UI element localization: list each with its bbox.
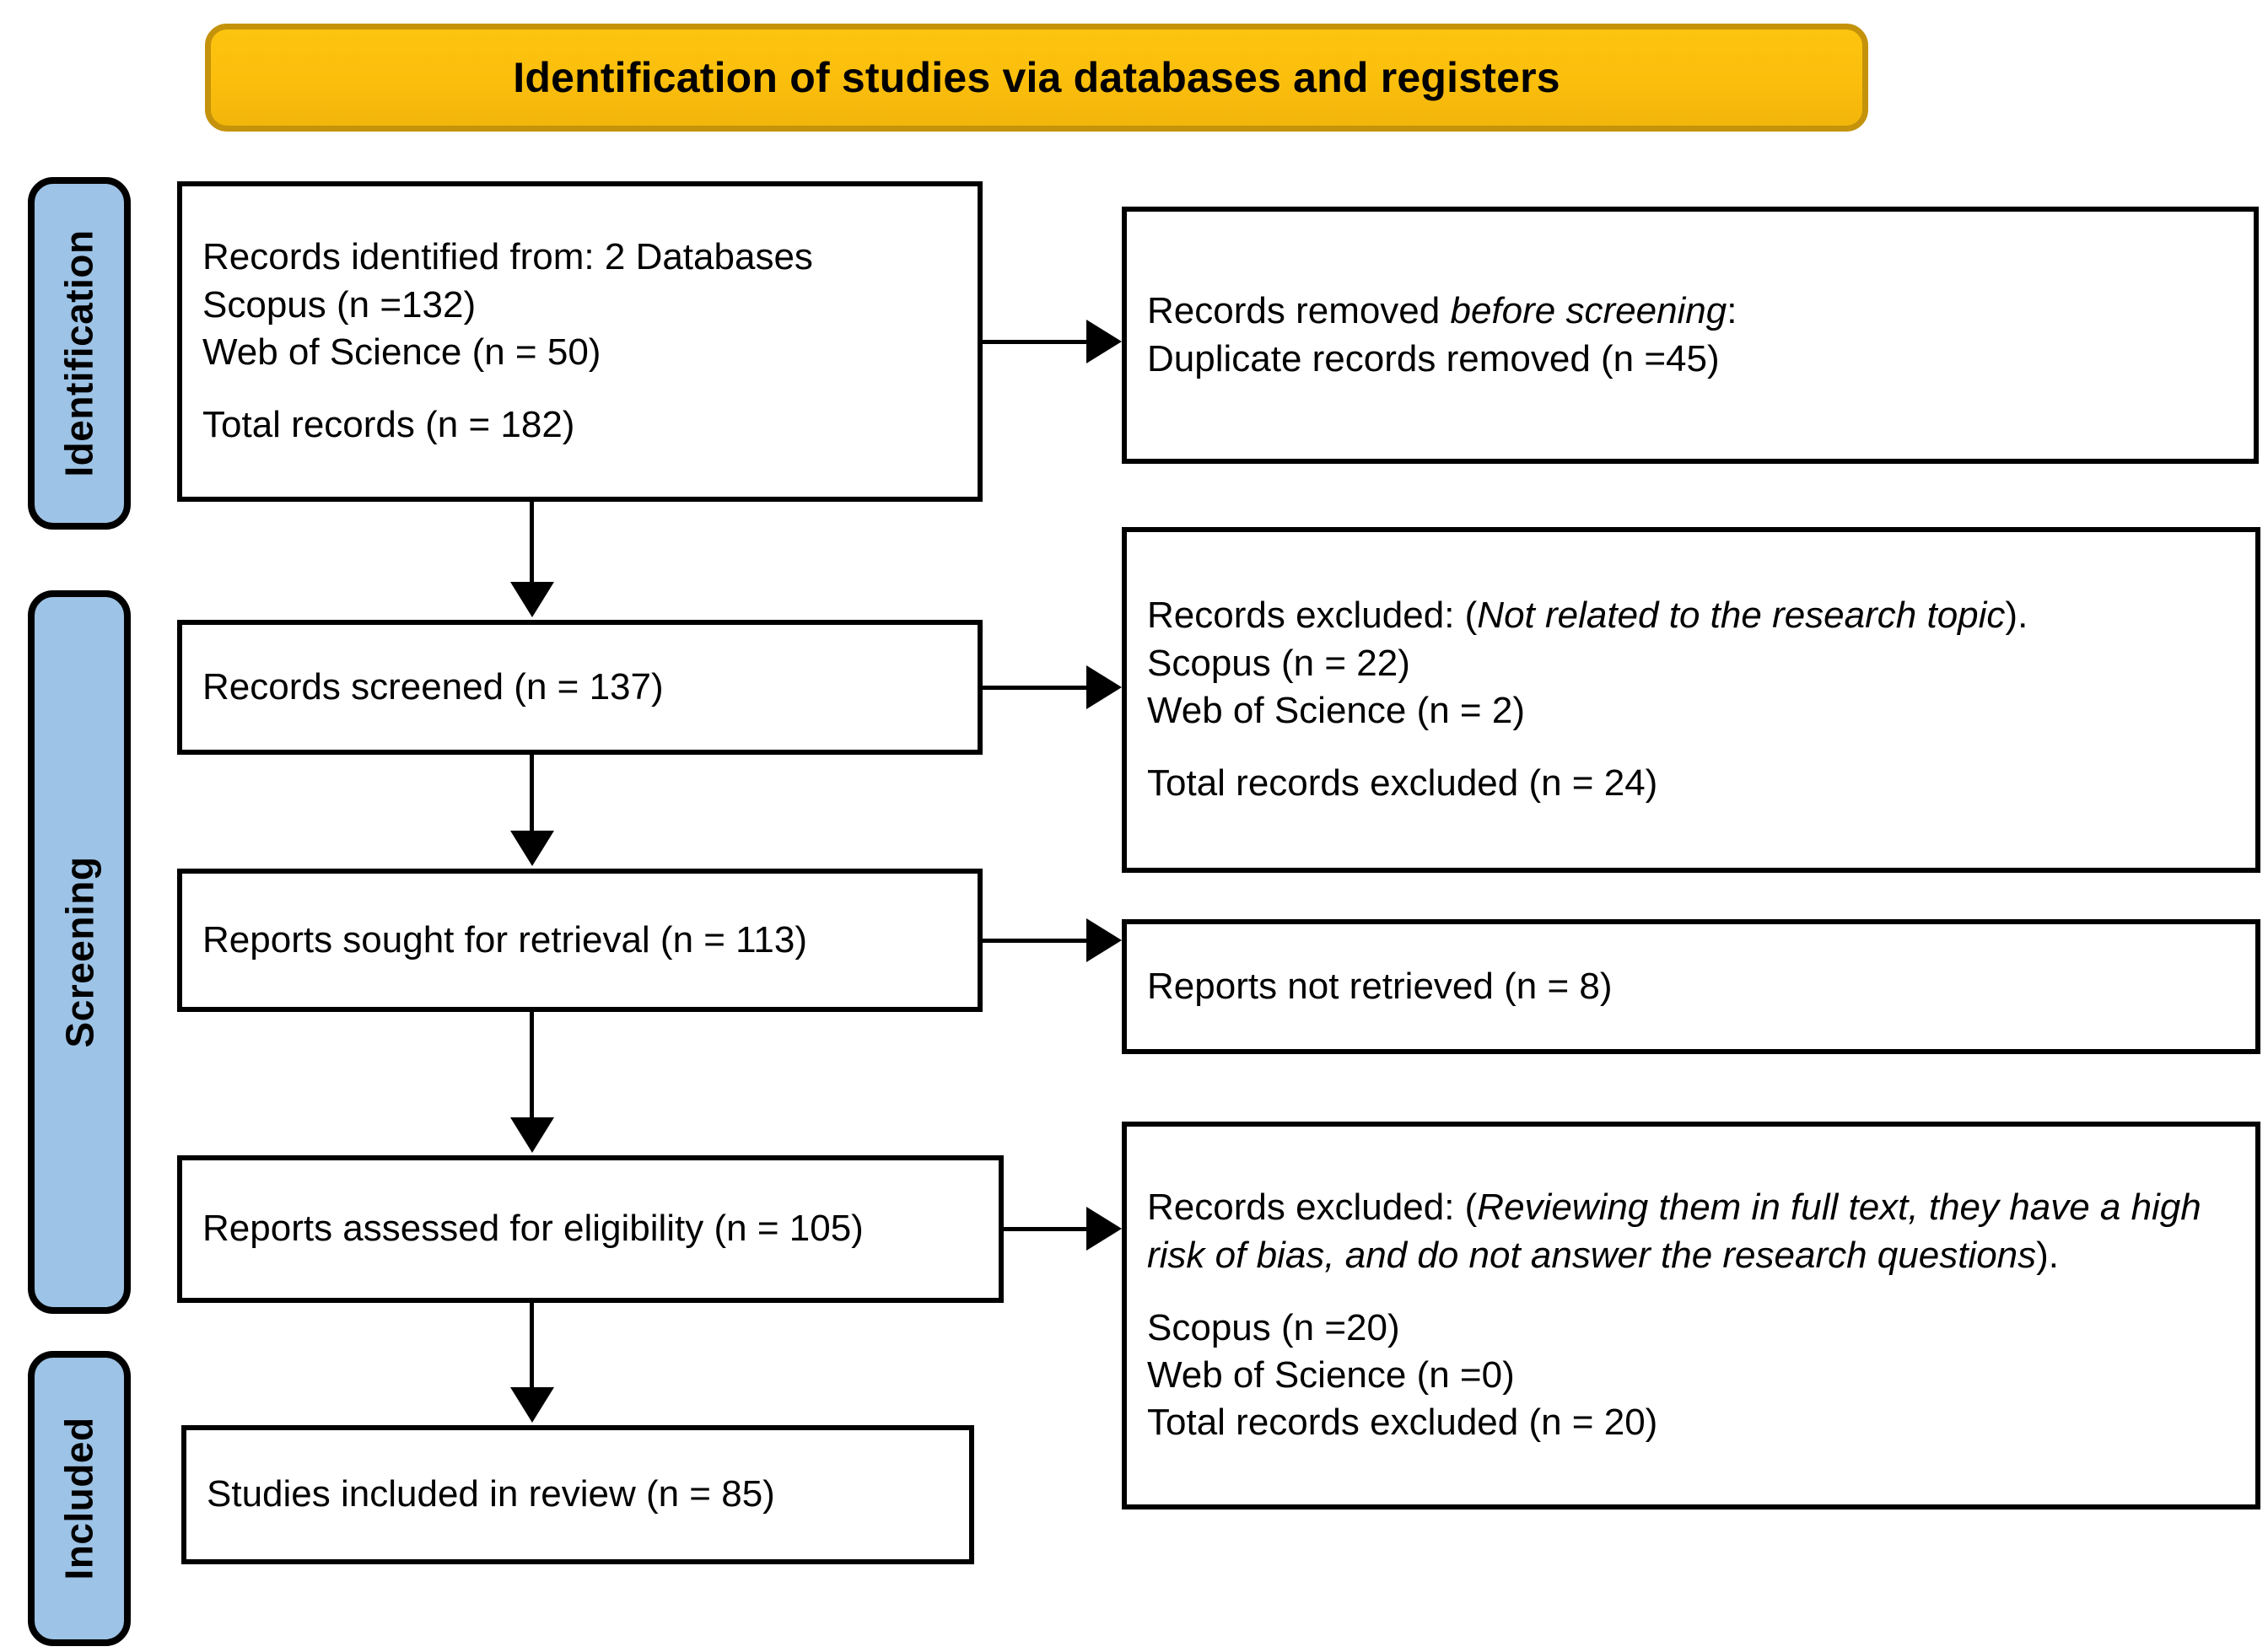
arrowhead-screened-to-excluded [1086,665,1122,709]
connector-assessed-to-excluded-full [1004,1227,1088,1231]
records-excluded-screening-spacer [1147,735,2235,760]
records-identified-line-2: Scopus (n =132) [202,283,477,326]
records-excluded-full-line-1: Records excluded: (Reviewing them in ful… [1147,1184,2235,1279]
studies-included-line-1: Studies included in review (n = 85) [207,1473,775,1515]
records-excluded-full-line-1-suffix: ). [2036,1234,2060,1276]
stage-label-included-text: Included [57,1417,101,1580]
connector-identified-to-screened [530,502,534,586]
records-removed-line-2: Duplicate records removed (n =45) [1147,337,1720,379]
connector-sought-to-assessed [530,1012,534,1122]
records-identified-line-4: Total records (n = 182) [202,404,575,446]
records-excluded-screening-line-2: Scopus (n = 22) [1147,642,1410,684]
records-excluded-full-line-2: Scopus (n =20) [1147,1306,1400,1348]
records-excluded-screening-line-1-prefix: Records excluded: ( [1147,595,1478,637]
reports-not-retrieved-line-1: Reports not retrieved (n = 8) [1147,965,1613,1007]
records-excluded-screening-line-3: Web of Science (n = 2) [1147,690,1525,731]
connector-screened-to-excluded [983,686,1088,690]
arrowhead-screened-to-sought [510,831,554,866]
arrowhead-assessed-to-excluded-full [1086,1207,1122,1251]
reports-assessed-line-1: Reports assessed for eligibility (n = 10… [202,1208,864,1250]
connector-identified-to-removed [983,340,1088,344]
connector-screened-to-sought [530,755,534,835]
connector-sought-to-not-retrieved [983,939,1088,943]
records-excluded-screening-line-1-suffix: ). [2005,595,2028,637]
records-screened-line-1: Records screened (n = 137) [202,665,664,708]
node-reports-assessed-for-eligibility: Reports assessed for eligibility (n = 10… [177,1155,1004,1303]
node-records-identified: Records identified from: 2 Databases Sco… [177,181,983,502]
stage-label-identification: Identification [28,177,131,530]
node-records-excluded-screening: Records excluded: (Not related to the re… [1122,527,2260,873]
node-records-removed-before-screening: Records removed before screening: Duplic… [1122,207,2259,464]
records-removed-line-1-italic: before screening [1450,290,1727,332]
diagram-title-banner: Identification of studies via databases … [205,24,1868,132]
records-identified-line-1: Records identified from: 2 Databases [202,236,813,278]
records-removed-line-1-prefix: Records removed [1147,290,1451,332]
reports-sought-line-1: Reports sought for retrieval (n = 113) [202,918,807,961]
records-excluded-full-line-1-prefix: Records excluded: ( [1147,1187,1478,1229]
arrowhead-identified-to-screened [510,582,554,617]
node-records-screened: Records screened (n = 137) [177,620,983,755]
records-identified-spacer [202,376,957,401]
records-excluded-screening-line-1: Records excluded: (Not related to the re… [1147,592,2235,639]
records-removed-line-1: Records removed before screening: [1147,288,2233,335]
stage-label-screening-text: Screening [57,856,102,1048]
arrowhead-identified-to-removed [1086,320,1122,363]
stage-label-included: Included [28,1351,131,1646]
node-records-excluded-full-text: Records excluded: (Reviewing them in ful… [1122,1122,2260,1509]
records-removed-line-1-suffix: : [1727,290,1737,332]
arrowhead-sought-to-assessed [510,1117,554,1153]
records-excluded-full-line-3: Web of Science (n =0) [1147,1354,1515,1396]
records-excluded-screening-line-1-italic: Not related to the research topic [1477,595,2006,637]
arrowhead-sought-to-not-retrieved [1086,918,1122,962]
node-reports-not-retrieved: Reports not retrieved (n = 8) [1122,919,2260,1054]
arrowhead-assessed-to-included [510,1387,554,1423]
records-excluded-screening-line-4: Total records excluded (n = 24) [1147,762,1658,804]
records-identified-line-3: Web of Science (n = 50) [202,331,601,373]
records-excluded-full-spacer [1147,1279,2235,1305]
stage-label-identification-text: Identification [57,229,102,477]
diagram-title: Identification of studies via databases … [513,54,1560,101]
records-excluded-full-line-1-italic: Reviewing them in full text, they have a… [1147,1187,2212,1276]
node-reports-sought-for-retrieval: Reports sought for retrieval (n = 113) [177,869,983,1012]
stage-label-screening: Screening [28,590,131,1314]
records-excluded-full-line-4: Total records excluded (n = 20) [1147,1402,1658,1444]
node-studies-included-in-review: Studies included in review (n = 85) [181,1425,974,1564]
connector-assessed-to-included [530,1303,534,1391]
